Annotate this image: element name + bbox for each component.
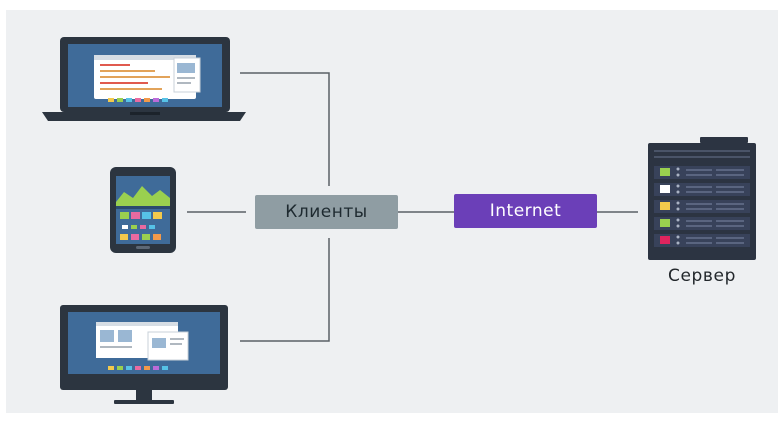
connector-lines: [187, 72, 638, 342]
internet-node: Internet: [454, 194, 597, 228]
server-rack-icon: [648, 137, 756, 260]
laptop-icon: [42, 37, 246, 121]
smartphone-icon: [110, 167, 176, 253]
desktop-monitor-icon: [60, 305, 228, 404]
clients-node: Клиенты: [255, 195, 398, 229]
desktop-connector: [240, 238, 330, 342]
laptop-connector: [240, 72, 330, 186]
server-label: Сервер: [668, 266, 736, 286]
